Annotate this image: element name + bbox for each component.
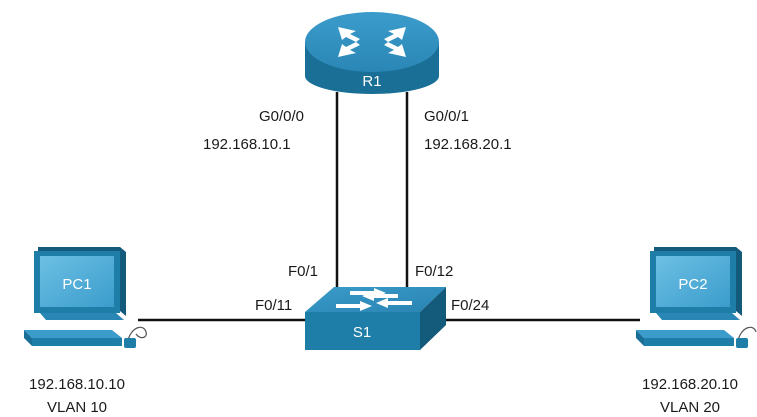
s1-f024-port-label: F0/24 <box>451 297 489 314</box>
switch-label: S1 <box>353 324 371 341</box>
r1-g001-ip-label: 192.168.20.1 <box>424 136 512 153</box>
r1-g000-port-label: G0/0/0 <box>259 108 304 125</box>
pc2-vlan-label: VLAN 20 <box>660 399 720 416</box>
s1-f012-port-label: F0/12 <box>415 263 453 280</box>
pc2-label: PC2 <box>678 276 707 293</box>
router-arrows-icon <box>338 27 406 57</box>
switch-arrows-icon <box>336 288 412 311</box>
pc1-vlan-label: VLAN 10 <box>47 399 107 416</box>
router-label: R1 <box>362 73 381 90</box>
switch-s1[interactable]: S1 <box>305 287 446 350</box>
pc2[interactable]: PC2 <box>636 247 757 348</box>
pc1[interactable]: PC1 <box>24 247 147 348</box>
pc1-label: PC1 <box>62 276 91 293</box>
router-r1[interactable]: R1 <box>305 12 439 94</box>
pc2-ip-label: 192.168.20.10 <box>642 376 738 393</box>
pc1-ip-label: 192.168.10.10 <box>29 376 125 393</box>
r1-g001-port-label: G0/0/1 <box>424 108 469 125</box>
r1-g000-ip-label: 192.168.10.1 <box>203 136 291 153</box>
s1-f01-port-label: F0/1 <box>288 263 318 280</box>
s1-f011-port-label: F0/11 <box>255 297 292 314</box>
